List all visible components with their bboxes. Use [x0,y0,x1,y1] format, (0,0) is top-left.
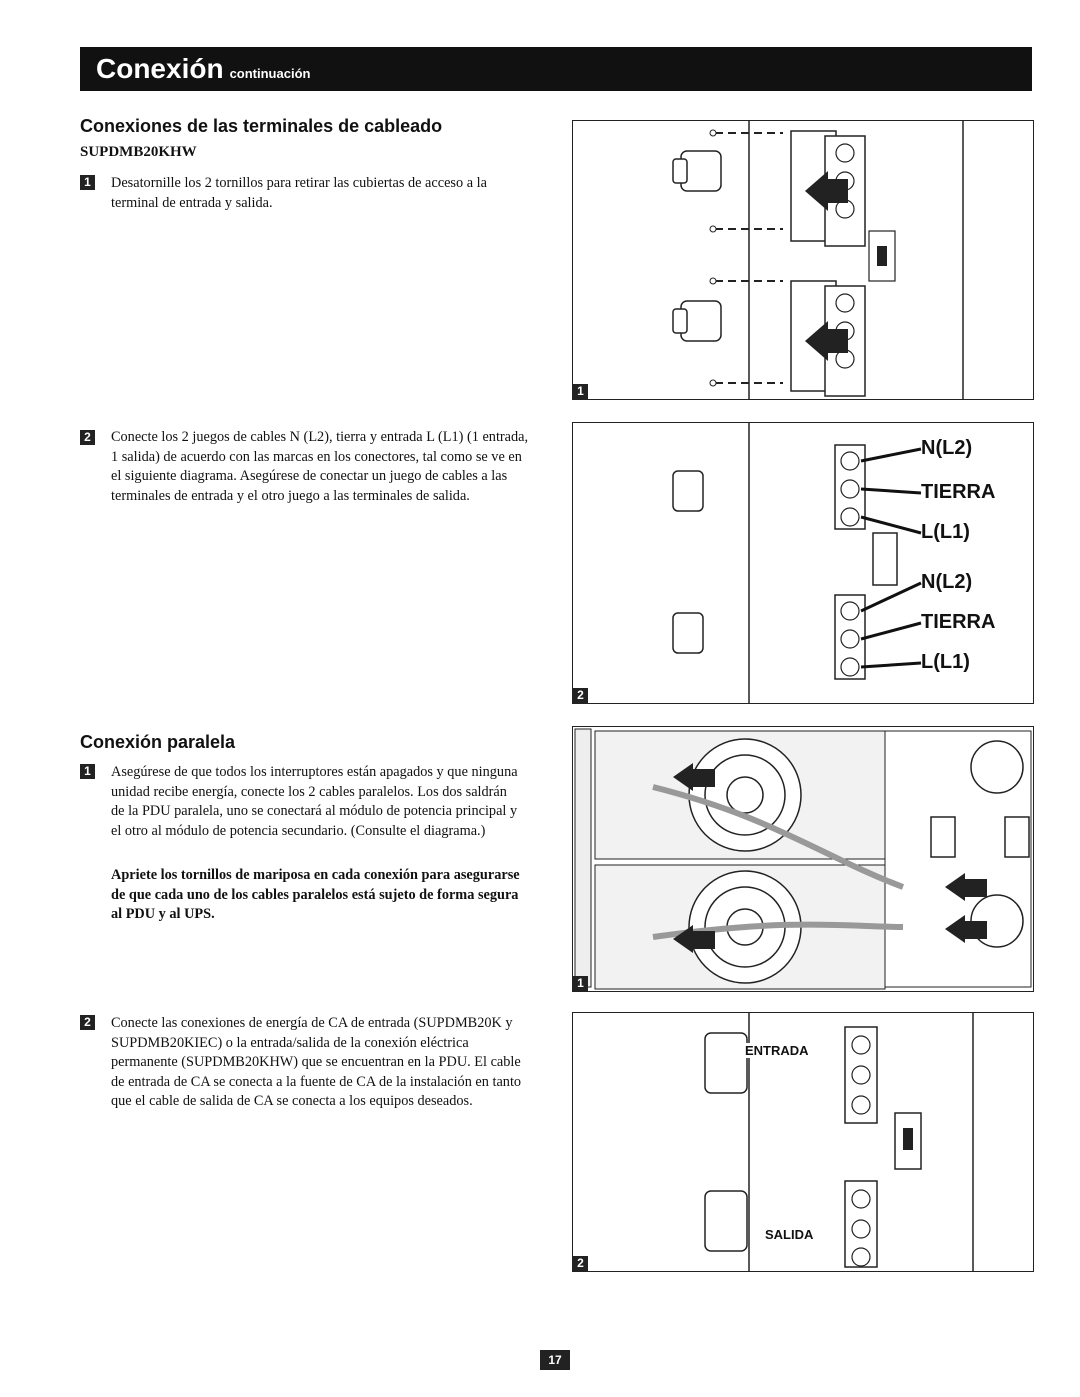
wiring-diagram [672,423,922,703]
parallel-step-number-1: 1 [80,764,95,779]
input-label: ENTRADA [745,1043,809,1058]
label-line-2: L(L1) [921,651,970,673]
parallel-step-number-2: 2 [80,1015,95,1030]
figure-tag: 2 [573,688,588,703]
figure-tag: 1 [573,384,588,399]
label-line-1: L(L1) [921,521,970,543]
label-ground-2: TIERRA [921,611,996,633]
parallel-diagram [574,728,1032,990]
figure-input-output: ENTRADA SALIDA 2 [572,1012,1034,1272]
figure-cover-removal: 1 [572,120,1034,400]
step-2-text: Conecte los 2 juegos de cables N (L2), t… [111,429,529,504]
label-neutral-1: N(L2) [921,437,973,459]
figure-tag: 1 [573,976,588,991]
parallel-step-2-text: Conecte las conexiones de energía de CA … [111,1015,522,1109]
page-number: 17 [540,1350,570,1370]
parallel-step-1-text: Asegúrese de que todos los interruptores… [111,764,518,839]
label-neutral-2: N(L2) [921,571,973,593]
output-label: SALIDA [765,1227,814,1242]
section-heading-wiring: Conexiones de las terminales de cableado [80,116,443,136]
figure-tag: 2 [573,1256,588,1271]
model-label: SUPDMB20KHW [80,144,197,160]
banner-subtitle: continuación [229,66,311,81]
cover-removal-diagram [672,121,964,399]
input-output-diagram [704,1013,974,1271]
parallel-step-1-bold-text: Apriete los tornillos de mariposa en cad… [111,867,520,922]
label-ground-1: TIERRA [921,481,996,503]
step-number-2: 2 [80,430,95,445]
figure-parallel-connection: 1 [572,726,1034,992]
step-1-text: Desatornille los 2 tornillos para retira… [111,175,487,211]
step-number-1: 1 [80,175,95,190]
figure-wiring-labels: N(L2) TIERRA L(L1) N(L2) TIERRA L(L1) 2 [572,422,1034,704]
section-heading-parallel: Conexión paralela [80,732,236,752]
